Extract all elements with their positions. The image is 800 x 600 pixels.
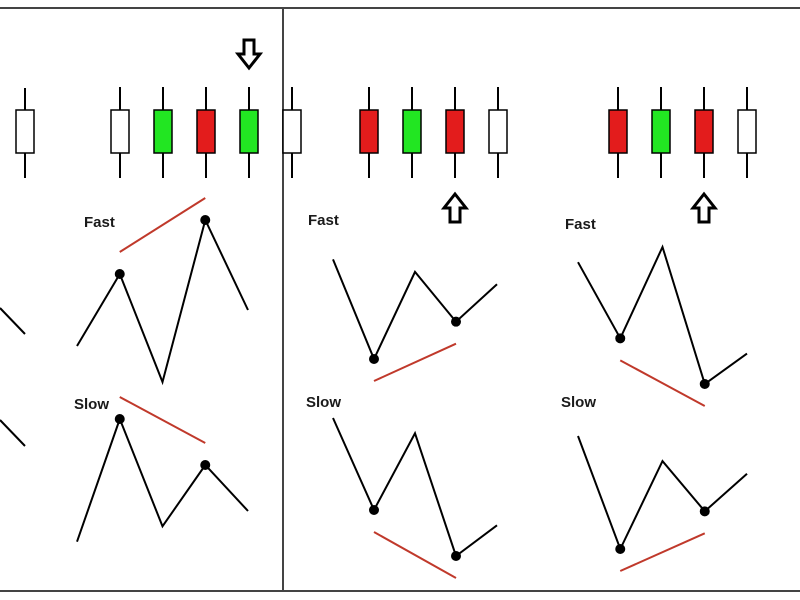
signal-arrow	[440, 191, 470, 224]
slow-pivot-point	[114, 414, 125, 424]
fast-pivot-point	[114, 269, 125, 279]
slow-pivot-point	[200, 460, 211, 470]
panel-bullish-divergence-b: Fast Slow	[561, 87, 757, 572]
slow-divergence-line	[619, 532, 706, 572]
slow-oscillator	[76, 396, 249, 543]
arrow-down-icon	[234, 38, 264, 71]
slow-pivot-point	[615, 544, 626, 554]
fast-pivot-point	[200, 215, 211, 225]
slow-line-path	[332, 417, 498, 558]
candle-row	[608, 87, 757, 178]
fast-oscillator	[577, 244, 748, 407]
signal-arrow	[689, 191, 719, 224]
fast-oscillator	[76, 197, 249, 386]
candle-bear	[359, 109, 379, 154]
slow-oscillator	[332, 417, 498, 579]
cropped-left-panel	[0, 88, 35, 447]
candle-neutral	[282, 109, 302, 154]
candle-bear	[694, 109, 714, 154]
fast-line-path	[577, 244, 748, 386]
candle-bear	[608, 109, 628, 154]
candle-bull	[239, 109, 259, 154]
panel-bullish-divergence-a: Fast Slow	[306, 87, 508, 579]
fast-pivot-point	[369, 354, 379, 364]
slow-divergence-line	[119, 396, 206, 444]
candle-bear	[196, 109, 216, 154]
fast-line-path	[76, 217, 249, 386]
panel-bearish-divergence: Fast Slow	[74, 38, 302, 543]
candle-bull	[402, 109, 422, 154]
arrow-up-icon	[689, 191, 719, 224]
fast-divergence-line	[373, 342, 457, 382]
candle-bull	[651, 109, 671, 154]
fast-oscillator	[332, 259, 498, 382]
slow-line-path	[577, 435, 748, 552]
candle-row	[110, 87, 302, 178]
fast-label: Fast	[565, 216, 596, 233]
arrow-up-icon	[440, 191, 470, 224]
fast-label: Fast	[84, 214, 115, 231]
slow-pivot-point	[369, 505, 379, 515]
slow-divergence-line	[373, 531, 457, 579]
slow-line-path	[76, 416, 249, 543]
candle-bull	[153, 109, 173, 154]
fast-label: Fast	[308, 212, 339, 229]
slow-label: Slow	[74, 396, 109, 413]
partial-fast-line	[0, 307, 26, 335]
slow-pivot-point	[451, 551, 461, 561]
fast-pivot-point	[699, 379, 710, 389]
slow-label: Slow	[306, 394, 341, 411]
fast-divergence-line	[619, 359, 706, 407]
partial-candle-body	[15, 109, 35, 154]
candle-neutral	[488, 109, 508, 154]
slow-pivot-point	[699, 506, 710, 517]
candle-neutral	[110, 109, 130, 154]
slow-oscillator	[577, 435, 748, 572]
slow-label: Slow	[561, 394, 596, 411]
fast-pivot-point	[615, 333, 626, 344]
fast-pivot-point	[451, 316, 461, 327]
fast-line-path	[332, 259, 498, 362]
fast-divergence-line	[119, 197, 206, 253]
signal-arrow	[234, 38, 264, 71]
partial-slow-line	[0, 419, 26, 447]
candle-neutral	[737, 109, 757, 154]
candle-row	[359, 87, 508, 178]
candle-bear	[445, 109, 465, 154]
